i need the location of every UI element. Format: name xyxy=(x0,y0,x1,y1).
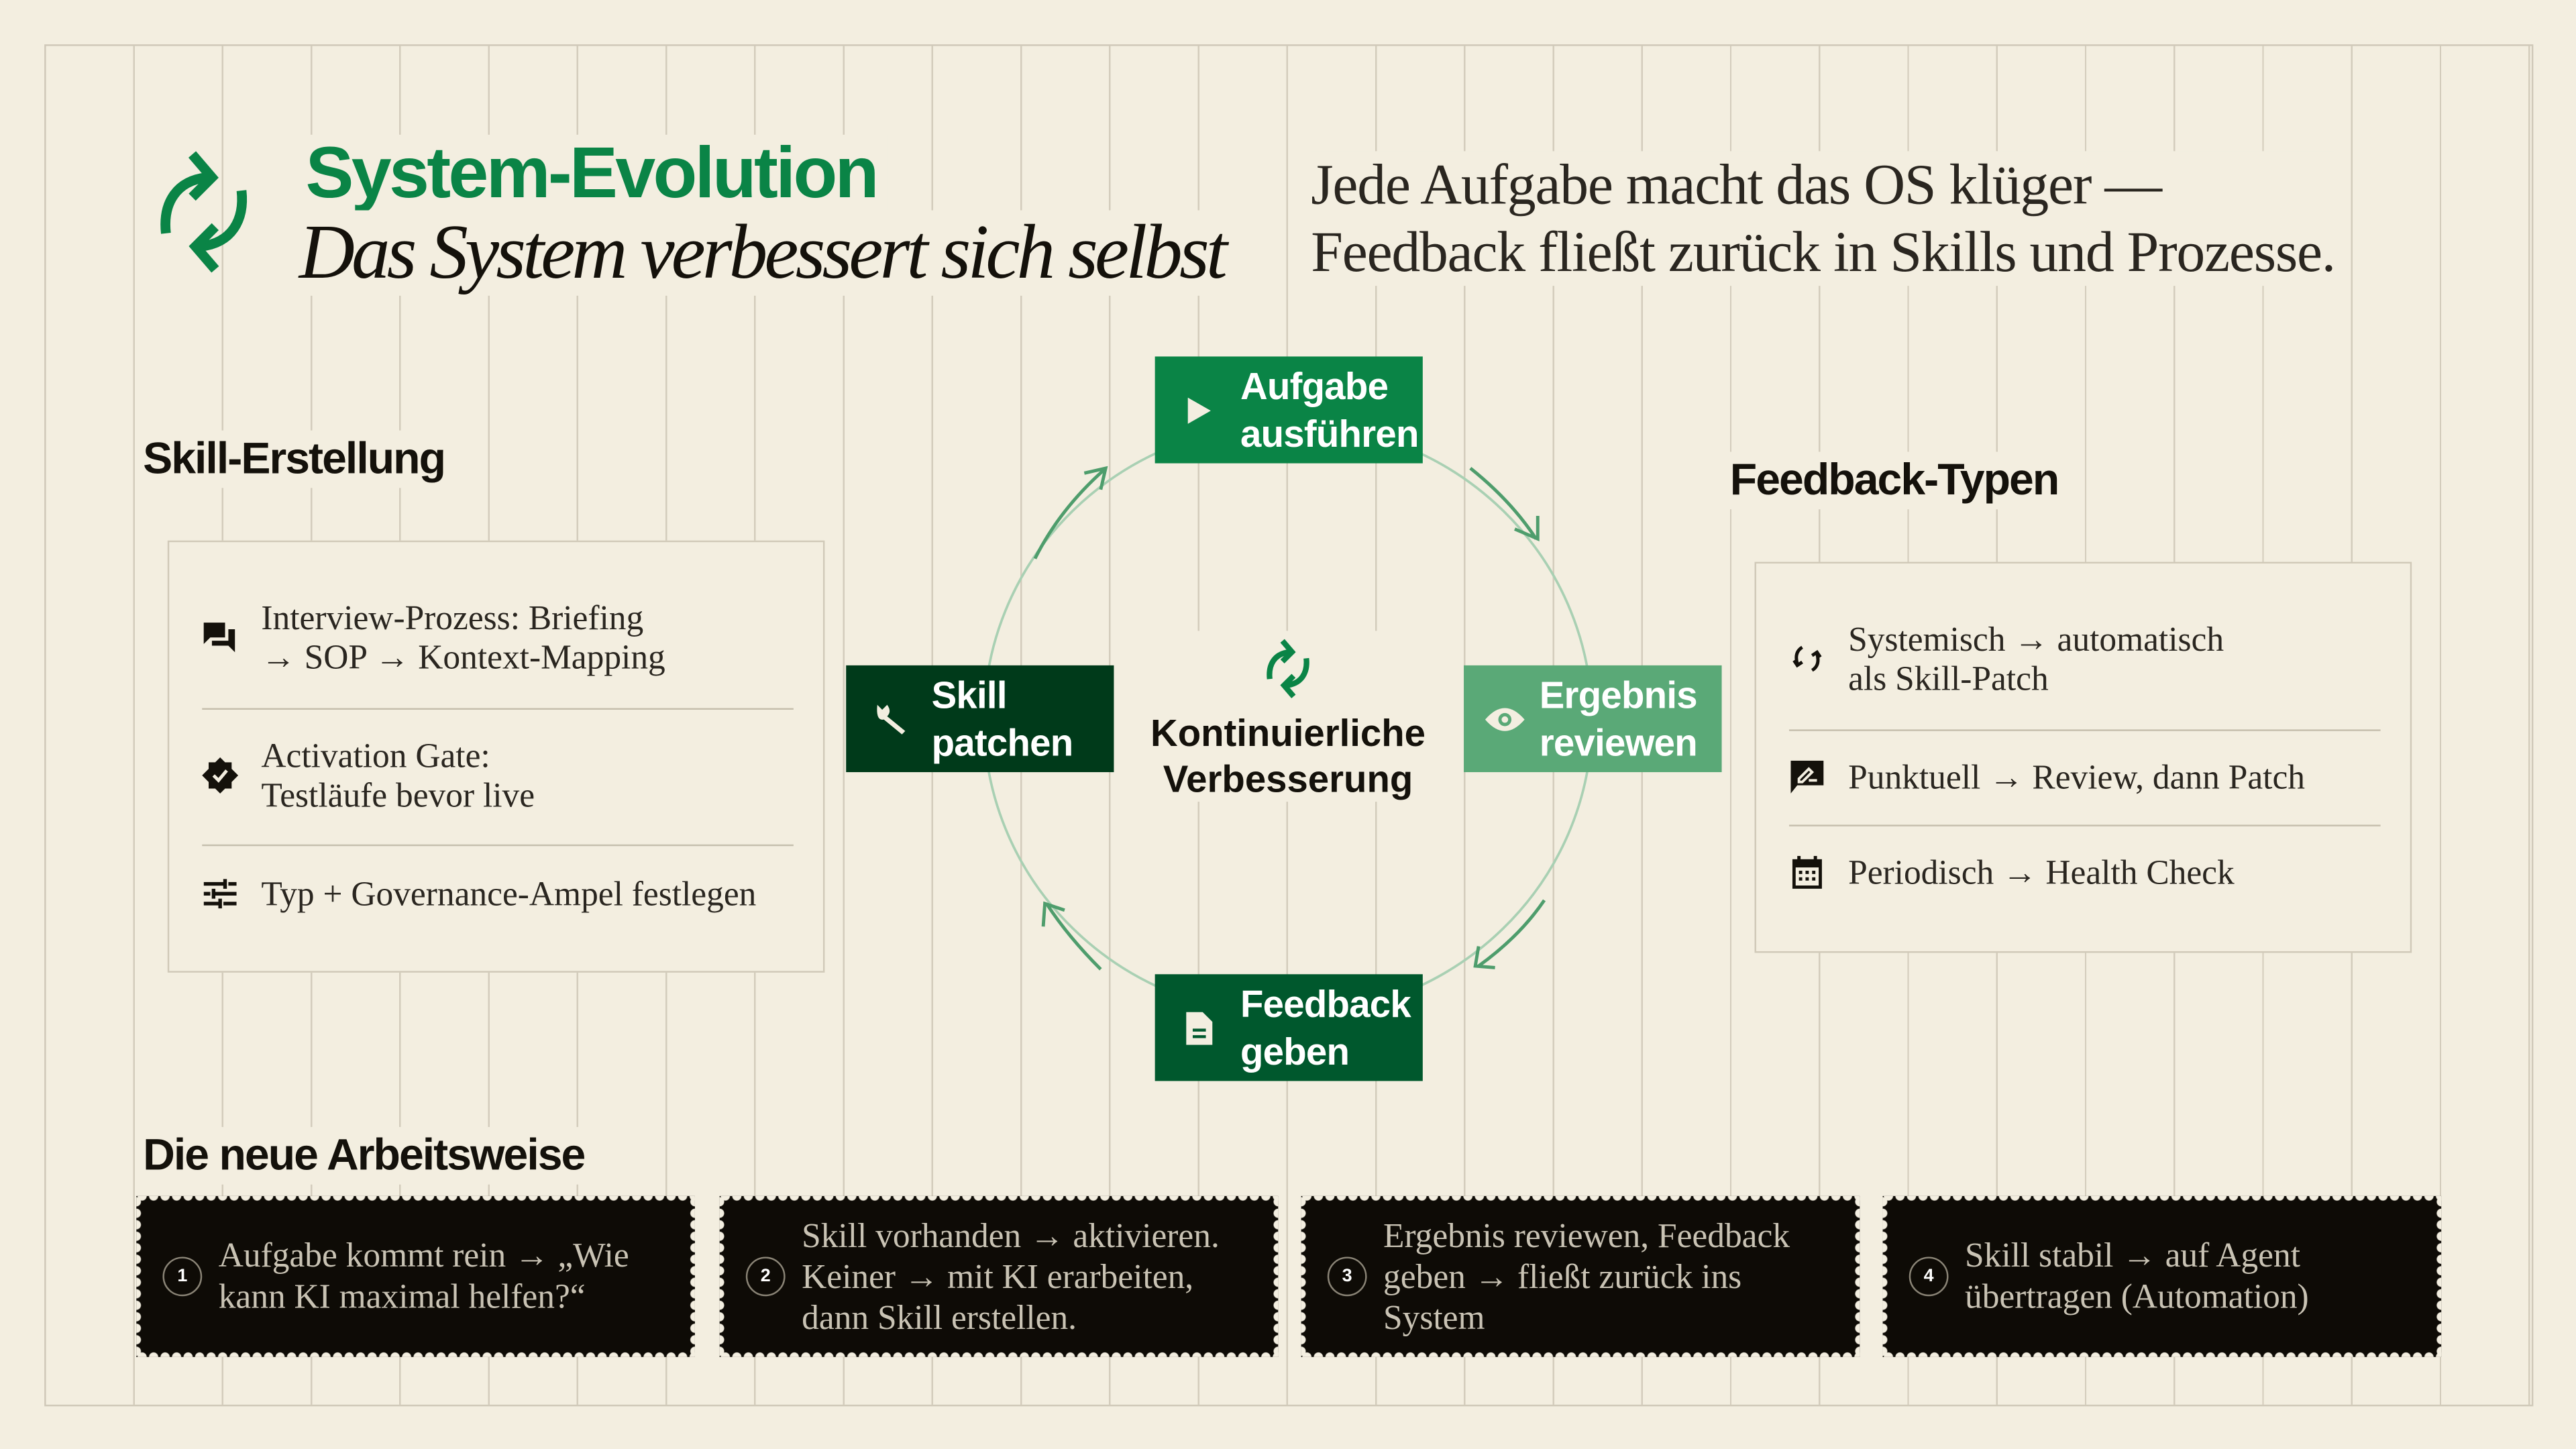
list-item: Interview-Prozess: Briefing→ SOP → Konte… xyxy=(202,598,794,677)
divider xyxy=(202,708,794,710)
tagline: Jede Aufgabe macht das OS klüger — Feedb… xyxy=(1311,151,2336,286)
step-text: Keiner → mit KI erarbeiten, xyxy=(802,1256,1194,1296)
workflow-step-2: 2 Skill vorhanden → aktivieren.Keiner → … xyxy=(719,1195,1279,1357)
rate-review-icon xyxy=(1789,759,1825,795)
center-label-line: Kontinuierliche xyxy=(1150,711,1426,755)
node-label: Skill xyxy=(931,672,1008,716)
node-label: Aufgabe xyxy=(1240,364,1389,407)
step-text: dann Skill erstellen. xyxy=(802,1297,1077,1337)
eye-icon xyxy=(1483,706,1526,732)
skill-creation-panel: Interview-Prozess: Briefing→ SOP → Konte… xyxy=(167,540,825,973)
step-number: 2 xyxy=(745,1256,786,1297)
node-label: Feedback xyxy=(1240,981,1411,1024)
workflow-heading: Die neue Arbeitsweise xyxy=(143,1127,592,1185)
tagline-line-1: Jede Aufgabe macht das OS klüger — xyxy=(1311,152,2162,217)
list-item: Punktuell → Review, dann Patch xyxy=(1789,757,2381,797)
refresh-icon xyxy=(1267,639,1309,698)
sync-icon xyxy=(1789,641,1825,677)
verified-icon xyxy=(202,757,239,794)
item-text: Typ + Governance-Ampel festlegen xyxy=(261,873,757,914)
list-item: Periodisch → Health Check xyxy=(1789,853,2381,892)
skill-creation-heading: Skill-Erstellung xyxy=(143,430,451,488)
item-text: Systemisch → automatisch xyxy=(1848,619,2224,659)
page-title: System-Evolution xyxy=(305,134,887,214)
calendar-icon xyxy=(1789,854,1825,890)
item-text: Activation Gate: xyxy=(261,736,490,775)
node-label: geben xyxy=(1240,1029,1350,1072)
node-label: ausführen xyxy=(1240,411,1419,455)
step-number: 3 xyxy=(1327,1256,1367,1297)
divider xyxy=(1788,729,2381,731)
cycle-node-feedback: Feedback geben xyxy=(1155,974,1423,1081)
node-label: patchen xyxy=(931,720,1074,763)
divider xyxy=(1788,824,2381,826)
step-text: System xyxy=(1383,1297,1485,1337)
step-text: Skill vorhanden → aktivieren. xyxy=(802,1215,1220,1254)
item-text: → SOP → Kontext-Mapping xyxy=(261,637,665,677)
divider xyxy=(202,844,794,847)
forum-icon xyxy=(202,619,238,655)
item-text: als Skill-Patch xyxy=(1848,659,2049,698)
cycle-center-label: Kontinuierliche Verbesserung xyxy=(1117,631,1459,802)
wrench-icon xyxy=(869,700,912,737)
item-text: Periodisch → Health Check xyxy=(1848,853,2235,892)
play-icon xyxy=(1178,396,1221,423)
list-item: Typ + Governance-Ampel festlegen xyxy=(202,874,794,914)
node-label: Ergebnis xyxy=(1539,672,1698,716)
node-label: reviewen xyxy=(1539,720,1698,763)
step-text: geben → fließt zurück ins xyxy=(1383,1256,1742,1296)
center-label-line: Verbesserung xyxy=(1163,757,1413,800)
step-text: Ergebnis reviewen, Feedback xyxy=(1383,1215,1790,1254)
step-text: übertragen (Automation) xyxy=(1965,1276,2309,1316)
step-number: 1 xyxy=(162,1256,203,1297)
step-text: kann KI maximal helfen?“ xyxy=(218,1276,586,1316)
list-item: Activation Gate:Testläufe bevor live xyxy=(202,736,794,815)
document-icon xyxy=(1178,1011,1221,1044)
page-subtitle: Das System verbessert sich selbst xyxy=(299,210,1234,296)
item-text: Interview-Prozess: Briefing xyxy=(261,598,644,638)
tune-icon xyxy=(202,875,238,912)
feedback-types-heading: Feedback-Typen xyxy=(1729,451,2065,510)
item-text: Testläufe bevor live xyxy=(261,775,535,815)
step-text: Aufgabe kommt rein → „Wie xyxy=(218,1235,629,1275)
refresh-icon xyxy=(160,151,248,273)
tagline-line-2: Feedback fließt zurück in Skills und Pro… xyxy=(1311,220,2336,284)
step-number: 4 xyxy=(1909,1256,1949,1297)
item-text: Punktuell → Review, dann Patch xyxy=(1848,757,2305,797)
step-text: Skill stabil → auf Agent xyxy=(1965,1235,2300,1275)
